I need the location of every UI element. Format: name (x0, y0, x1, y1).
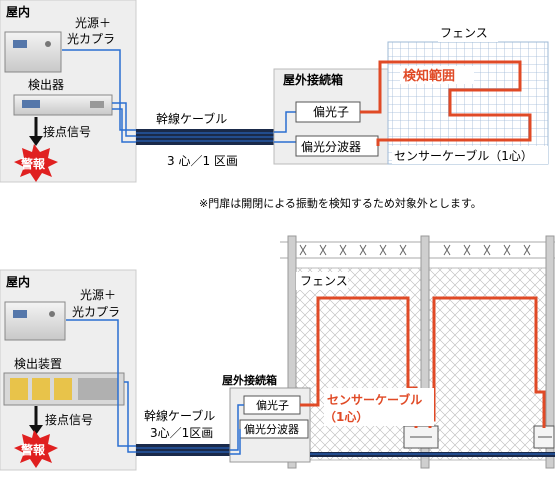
bottom-barbed-wire (299, 244, 531, 256)
top-contact-signal-label: 接点信号 (43, 124, 91, 139)
top-fence-label-bg (438, 24, 498, 42)
top-fence-grid (387, 41, 549, 165)
top-fiber-3 (112, 108, 136, 143)
top-trunk-cable-spec: 3 心／1 区画 (167, 154, 238, 168)
top-polarizer-label: 偏光子 (313, 104, 349, 119)
bottom-indoor-label: 屋内 (6, 274, 30, 289)
top-detection-range-bg (400, 66, 474, 84)
bottom-fence-panel-2 (427, 267, 547, 461)
top-sensor-cable-label: センサーケーブル（1心） (394, 148, 533, 163)
top-alarm-label: 警報 (20, 156, 46, 171)
bottom-light-source-label-2: 光カプラ (72, 305, 120, 319)
top-alarm-burst-icon (14, 144, 58, 182)
bottom-detector-device (3, 372, 125, 406)
top-fiber-2 (112, 102, 136, 137)
bottom-trunk-cable-label: 幹線ケーブル (144, 408, 215, 423)
bottom-sensor-label-bg (324, 388, 434, 426)
top-detector-device (13, 94, 113, 116)
bottom-fence-post-3 (545, 235, 555, 469)
bottom-diagram: 屋内 光源＋ 光カプラ 検出装置 接点信号 警報 幹線ケーブル 3心／1区画 (0, 235, 555, 471)
bottom-fence-post-1 (287, 235, 297, 469)
top-light-source-label-2: 光カプラ (67, 32, 115, 46)
bottom-fiber-2 (124, 381, 136, 453)
bottom-splitter-label: 偏光分波器 (244, 422, 299, 436)
top-signal-arrowhead (29, 136, 43, 146)
bottom-fence-label: フェンス (300, 274, 348, 288)
bottom-detector-label: 検出装置 (14, 357, 62, 371)
top-detection-range-label: 検知範囲 (403, 68, 455, 84)
top-outdoor-box-label: 屋外接続箱 (283, 72, 343, 87)
top-light-source-label-1: 光源＋ (75, 16, 111, 30)
top-indoor-label: 屋内 (6, 4, 30, 19)
top-trunk-cable-label: 幹線ケーブル (156, 111, 227, 126)
bottom-outdoor-box-label: 屋外接続箱 (222, 373, 277, 387)
top-fiber-1 (62, 49, 136, 131)
bottom-light-source-device (4, 301, 66, 341)
top-sensor-cable-loop (360, 60, 532, 146)
bottom-sensor-cable-label-1: センサーケーブル (327, 392, 422, 407)
bottom-fiber-1 (66, 319, 136, 447)
bottom-fence-label-bg (296, 272, 348, 290)
top-fiber-to-polarizer (274, 111, 296, 133)
bottom-signal-arrowhead (29, 425, 43, 435)
top-note: ※門扉は開閉による振動を検知するため対象外とします。 (199, 196, 482, 210)
bottom-fiber-to-splitter (230, 429, 241, 455)
bottom-alarm-label: 警報 (20, 442, 46, 457)
bottom-trunk-cable (136, 444, 230, 456)
bottom-polarizer-label: 偏光子 (256, 398, 289, 412)
top-indoor-area (0, 0, 137, 183)
top-splitter-label: 偏光分波器 (301, 139, 361, 154)
top-detector-label: 検出器 (28, 78, 64, 92)
bottom-fiber-to-polarizer (230, 404, 244, 451)
bottom-light-source-label-1: 光源＋ (80, 288, 116, 302)
top-light-source-device (4, 31, 62, 73)
bottom-trunk-cable-spec: 3心／1区画 (150, 426, 213, 440)
bottom-fence-post-2 (420, 235, 430, 469)
bottom-sensor-cable-label-2: （1心） (324, 409, 368, 424)
top-fence-label: フェンス (440, 26, 488, 40)
top-sensor-label-bg (392, 146, 548, 164)
bottom-contact-signal-label: 接点信号 (45, 412, 93, 427)
top-diagram: 屋内 光源＋ 光カプラ 検出器 接点信号 警報 幹線ケー (0, 0, 549, 210)
bottom-alarm-burst-icon (14, 430, 58, 468)
